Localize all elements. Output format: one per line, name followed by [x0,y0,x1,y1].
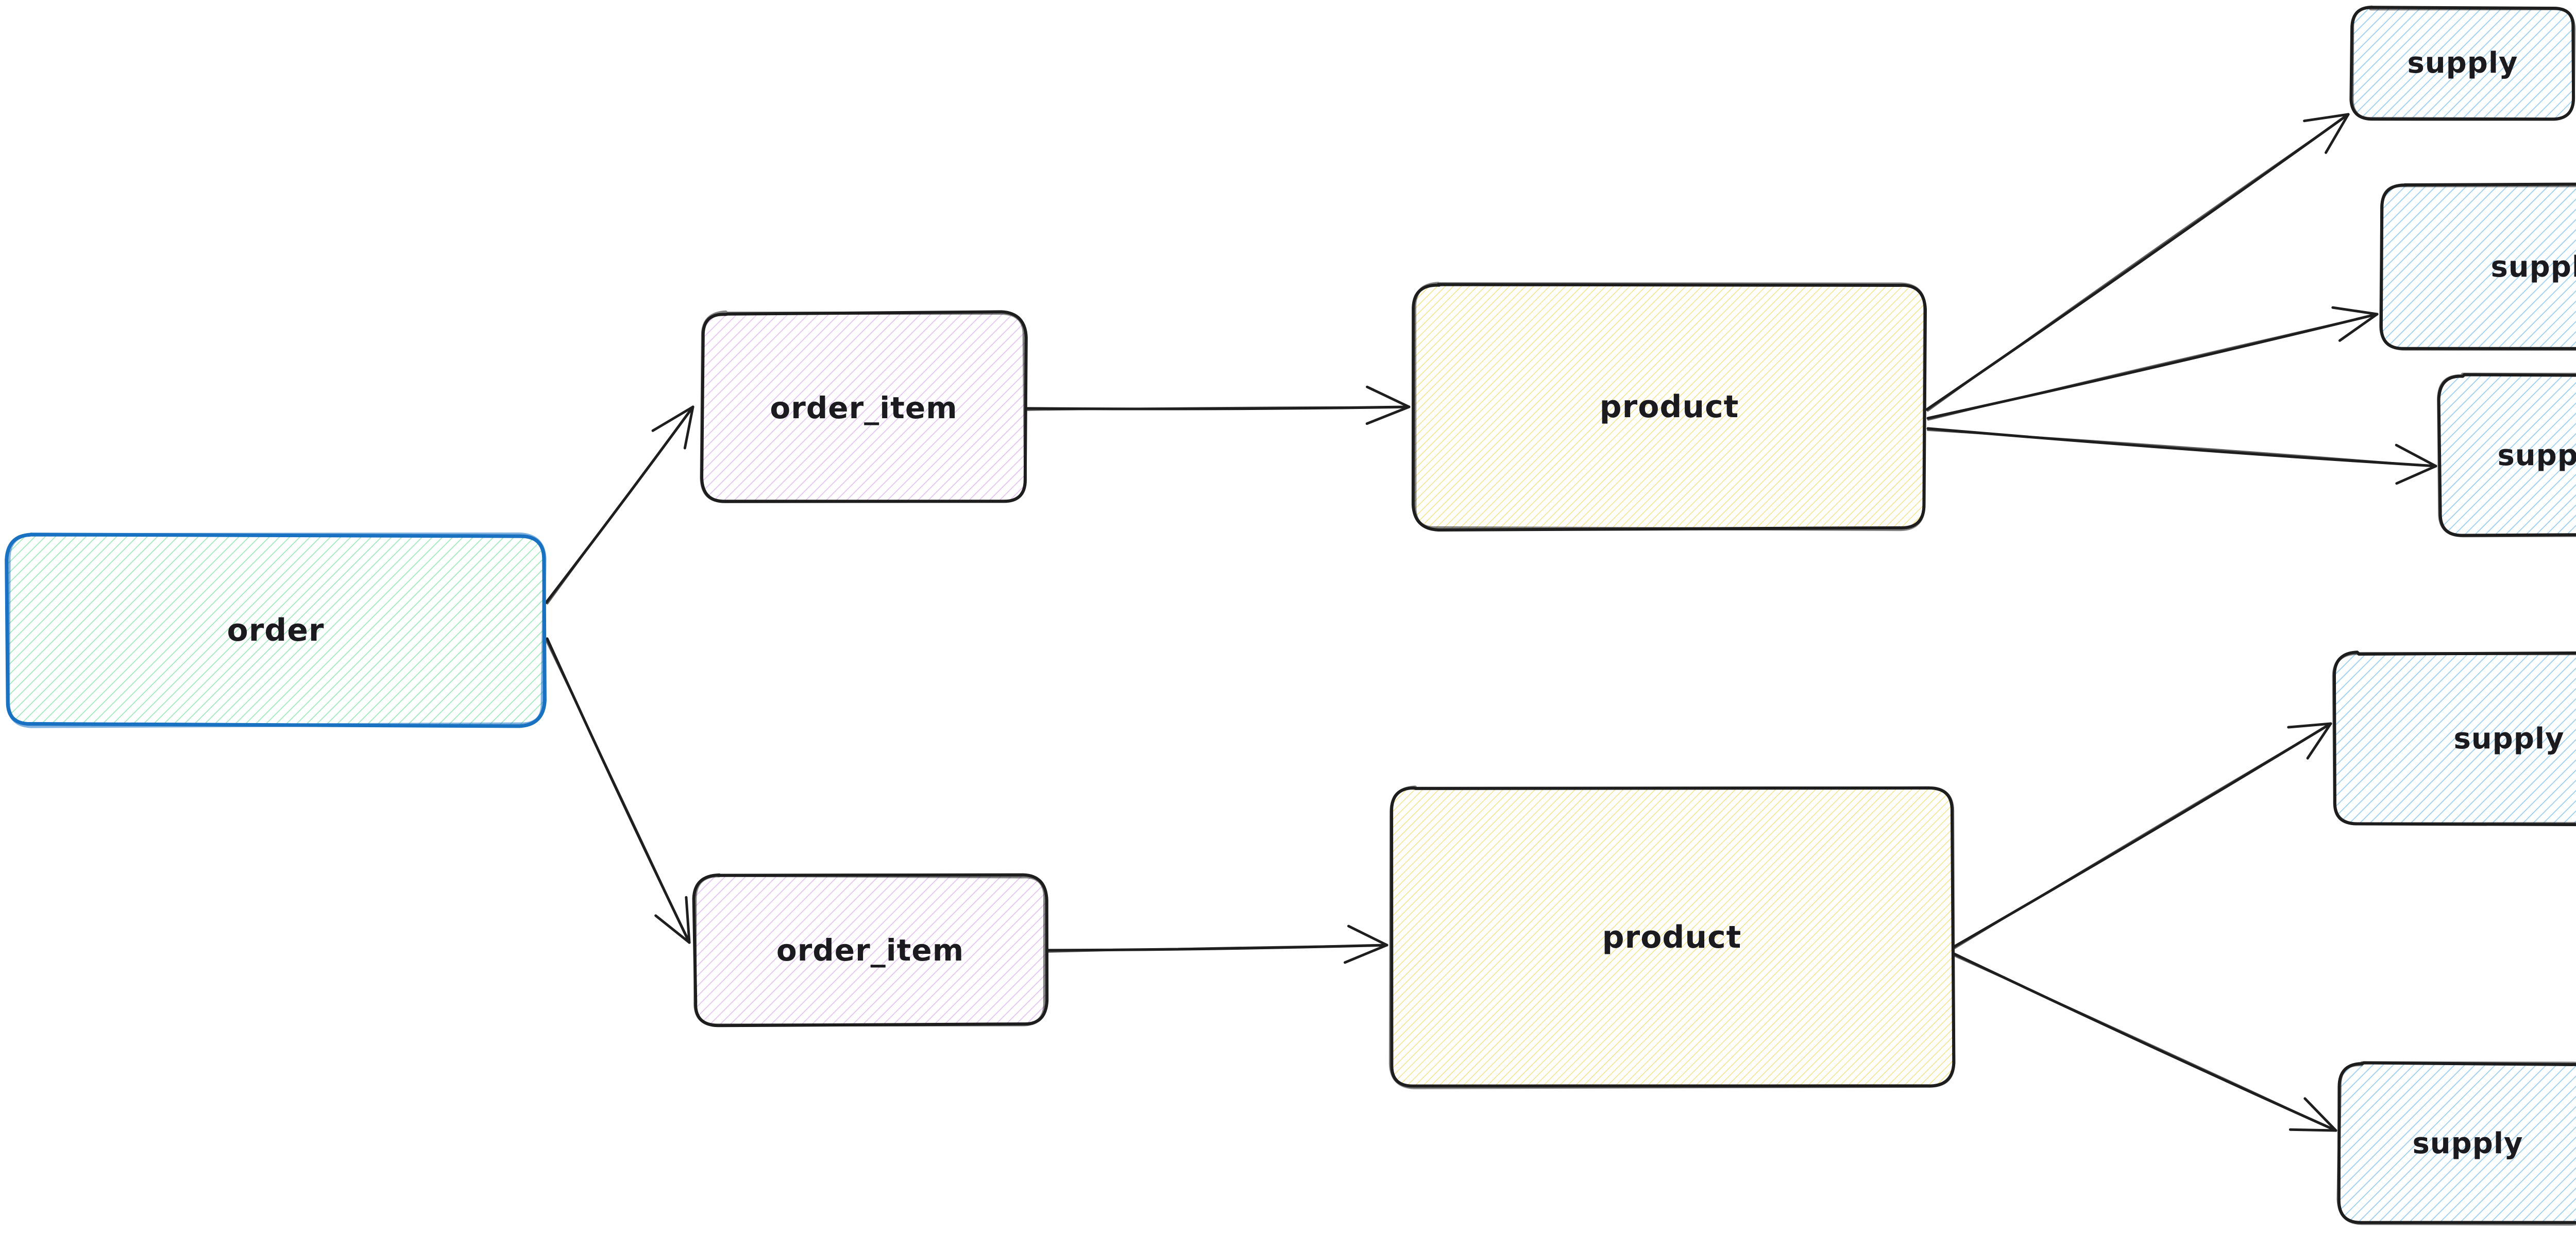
edge-e9[interactable] [1953,952,2337,1132]
node-outline-order_item_1 [700,310,1027,503]
node-order[interactable] [5,532,547,728]
arrowhead-prong-e4 [1344,944,1388,964]
node-outline-supply_5 [2336,1061,2576,1226]
arrowhead-prong-e7 [2395,443,2437,468]
node-fill-supply_1 [2351,7,2574,119]
arrowhead-prong-e8 [2306,722,2332,760]
node-outline-supply_2 [2379,184,2576,351]
arrowhead-prong-e6 [2338,313,2379,342]
arrowhead-prong-e7 [2395,465,2437,485]
node-fill-supply_2 [2382,184,2576,350]
arrowhead-prong-e2 [654,914,691,944]
node-fill-supply_3 [2438,374,2576,537]
arrowhead-prong-e4 [1347,924,1388,947]
node-supply_3[interactable] [2437,372,2576,538]
edge-line-e9 [1953,954,2337,1132]
node-supply_1[interactable] [2349,5,2576,121]
node-outline-supply_1 [2350,5,2576,121]
arrowhead-prong-e5 [2303,113,2350,123]
arrowhead-prong-e5 [2325,113,2350,154]
node-supply_4[interactable] [2332,650,2576,827]
node-fill-order_item_1 [701,312,1026,503]
arrowhead-prong-e9 [2289,1128,2337,1132]
node-supply_5[interactable] [2336,1061,2576,1226]
edge-line-e2 [545,638,690,944]
edge-e2[interactable] [545,637,691,944]
node-outline-supply_4 [2332,652,2576,826]
node-fill-supply_4 [2333,653,2576,825]
node-fill-order [7,536,544,726]
node-product_1[interactable] [1411,282,1927,532]
node-outline-product_1 [1413,282,1926,532]
node-fill-order_item_2 [694,875,1046,1025]
node-order_item_2[interactable] [692,873,1049,1028]
arrowhead-prong-e6 [2331,306,2379,316]
edges-layer [545,113,2437,1132]
edge-e5[interactable] [1925,113,2350,412]
edge-e6[interactable] [1926,306,2379,421]
arrowhead-prong-e8 [2287,722,2332,729]
edge-line-e5 [1927,113,2349,412]
node-outline-order [6,532,547,728]
edge-line-e1 [546,406,694,605]
arrowhead-prong-e2 [685,896,691,944]
edge-e7[interactable] [1926,427,2437,485]
edge-line-e7 [1927,429,2437,468]
node-supply_2[interactable] [2379,182,2576,351]
edge-e4[interactable] [1047,924,1388,964]
arrowhead-prong-e1 [651,405,694,432]
edge-line-e6 [1927,313,2378,421]
edge-e8[interactable] [1953,722,2332,949]
node-fill-product_1 [1413,283,1925,529]
arrowhead-prong-e9 [2303,1097,2337,1132]
arrowhead-prong-e3 [1366,385,1411,408]
node-outline-supply_3 [2437,372,2576,538]
edge-line-e3 [1027,406,1410,411]
edge-line-e8 [1954,723,2332,949]
edge-e3[interactable] [1026,385,1411,425]
node-fill-supply_5 [2338,1063,2576,1224]
node-product_2[interactable] [1388,785,1956,1089]
node-fill-product_2 [1392,787,1953,1087]
edge-line-e4 [1047,944,1388,953]
edge-e1[interactable] [545,405,694,605]
arrowhead-prong-e3 [1365,405,1411,425]
node-order_item_1[interactable] [700,310,1028,503]
nodes-layer [5,5,2576,1226]
node-outline-product_2 [1388,785,1956,1089]
arrowhead-prong-e1 [683,405,694,450]
node-outline-order_item_2 [693,874,1047,1027]
